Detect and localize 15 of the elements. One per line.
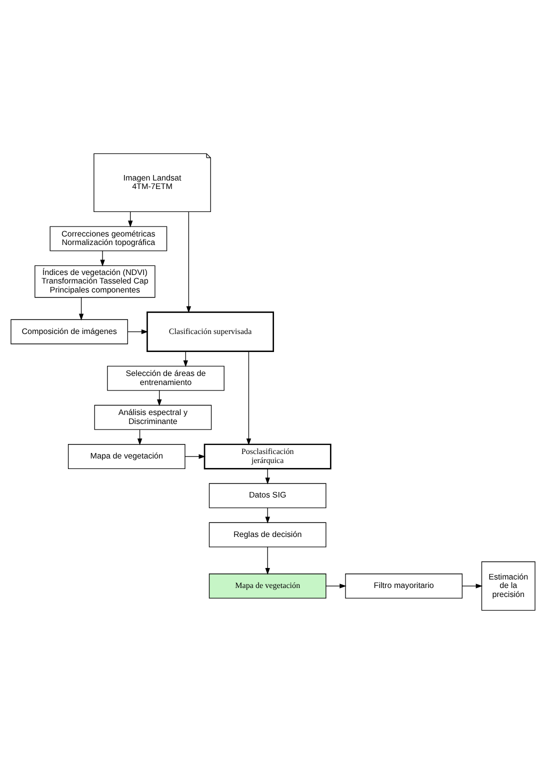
arrow [462, 584, 483, 588]
arrow [183, 351, 188, 368]
arrow [128, 212, 133, 228]
arrow [265, 546, 270, 575]
arrow [326, 584, 346, 588]
arrow [137, 429, 142, 446]
arrow [246, 351, 252, 446]
arrow [186, 211, 192, 314]
arrow [265, 468, 270, 484]
arrow [184, 454, 206, 459]
arrow [100, 250, 105, 266]
arrow [78, 297, 84, 320]
arrow [265, 507, 270, 524]
arrow [156, 390, 162, 406]
arrow [127, 329, 148, 334]
